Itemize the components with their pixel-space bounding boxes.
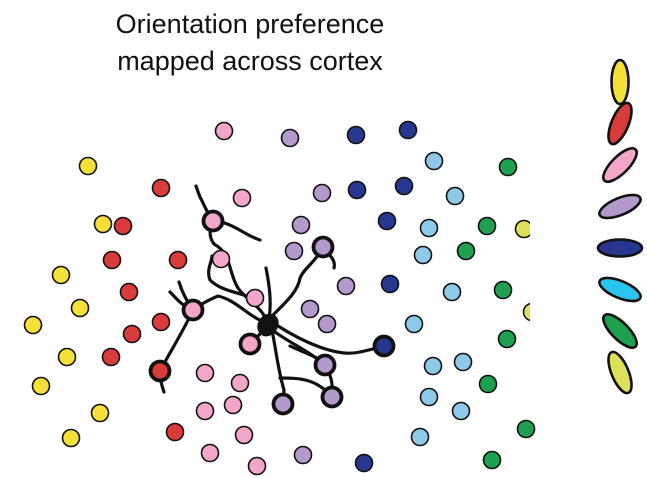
cell-lavender — [293, 445, 313, 465]
cell-navy — [380, 274, 400, 294]
cell-lavender — [312, 183, 332, 203]
cell-lavender — [300, 299, 320, 319]
cell-green — [478, 374, 498, 394]
cell-green — [497, 329, 517, 349]
cell-pink — [245, 288, 265, 308]
cell-red — [165, 422, 185, 442]
dendrite-branch — [270, 328, 286, 406]
cell-light-blue — [423, 356, 443, 376]
cell-red — [113, 216, 133, 236]
legend-ellipse-yellow — [610, 58, 630, 106]
clip-mask — [530, 200, 544, 340]
cell-olive-yellow — [514, 219, 534, 239]
cell-light-blue — [410, 427, 430, 447]
connected-cell-lavender — [320, 385, 344, 409]
cell-green — [482, 450, 502, 470]
cell-light-blue — [413, 245, 433, 265]
cell-green — [477, 216, 497, 236]
cell-light-blue — [419, 218, 439, 238]
cell-navy — [377, 211, 397, 231]
cell-yellow — [23, 315, 43, 335]
connected-cell-navy — [372, 334, 396, 358]
cell-pink — [230, 373, 250, 393]
cell-pink — [232, 188, 252, 208]
cell-light-blue — [451, 401, 471, 421]
cell-yellow — [31, 376, 51, 396]
neuron-soma — [257, 313, 279, 337]
cell-pink — [195, 363, 215, 383]
cell-red — [101, 347, 121, 367]
dendrite-branch — [208, 219, 270, 326]
cell-pink — [234, 425, 254, 445]
cell-yellow — [70, 298, 90, 318]
orientation-legend — [596, 58, 644, 395]
cell-green — [498, 157, 518, 177]
legend-ellipse-olive-yellow — [607, 350, 633, 395]
connected-cell-pink — [181, 298, 205, 322]
cell-red — [151, 312, 171, 332]
cell-yellow — [61, 428, 81, 448]
cell-navy — [354, 453, 374, 473]
figure-title: Orientation preference mapped across cor… — [40, 6, 460, 80]
dendrite-branch — [268, 245, 325, 320]
cell-green — [456, 241, 476, 261]
cell-yellow — [51, 265, 71, 285]
connected-cell-red — [148, 359, 172, 383]
cell-navy — [346, 125, 366, 145]
connected-cell-lavender — [313, 353, 337, 377]
cell-light-blue — [453, 352, 473, 372]
cell-lavender — [284, 241, 304, 261]
cell-green — [493, 280, 513, 300]
cell-light-blue — [424, 151, 444, 171]
cell-red — [119, 282, 139, 302]
neuron — [158, 184, 386, 406]
cell-pink — [211, 249, 231, 269]
cell-yellow — [93, 214, 113, 234]
cell-yellow — [78, 156, 98, 176]
cell-navy — [347, 180, 367, 200]
legend-ellipse-pink — [602, 147, 638, 183]
cell-red — [102, 250, 122, 270]
connected-cell-pink — [201, 209, 225, 233]
title-line-1: Orientation preference — [115, 9, 385, 39]
legend-ellipse-cyan — [598, 276, 642, 303]
cell-population — [23, 120, 544, 476]
cell-pink — [214, 121, 234, 141]
legend-ellipse-navy — [596, 238, 644, 258]
cell-red — [168, 250, 188, 270]
title-line-2: mapped across cortex — [117, 46, 383, 76]
dendrite-branch — [207, 254, 260, 302]
cell-pink — [195, 401, 215, 421]
connected-cell-lavender — [311, 235, 335, 259]
cell-lavender — [336, 276, 356, 296]
cell-red — [122, 324, 142, 344]
cell-lavender — [280, 128, 300, 148]
connected-cell-lavender — [271, 392, 295, 416]
connected-cell-pink — [238, 332, 262, 356]
cell-light-blue — [419, 387, 439, 407]
cell-lavender — [291, 215, 311, 235]
legend-ellipse-green — [602, 313, 638, 349]
cell-pink — [223, 395, 243, 415]
cell-navy — [398, 120, 418, 140]
cell-green — [516, 419, 536, 439]
cell-red — [151, 178, 171, 198]
legend-ellipse-lavender — [598, 193, 642, 220]
cell-pink — [247, 456, 267, 476]
cell-light-blue — [445, 186, 465, 206]
cell-navy — [394, 176, 414, 196]
cell-yellow — [57, 347, 77, 367]
legend-ellipse-red — [607, 101, 633, 146]
cell-light-blue — [404, 314, 424, 334]
cell-pink — [200, 443, 220, 463]
cell-light-blue — [442, 282, 462, 302]
cell-yellow — [90, 403, 110, 423]
cell-lavender — [317, 314, 337, 334]
